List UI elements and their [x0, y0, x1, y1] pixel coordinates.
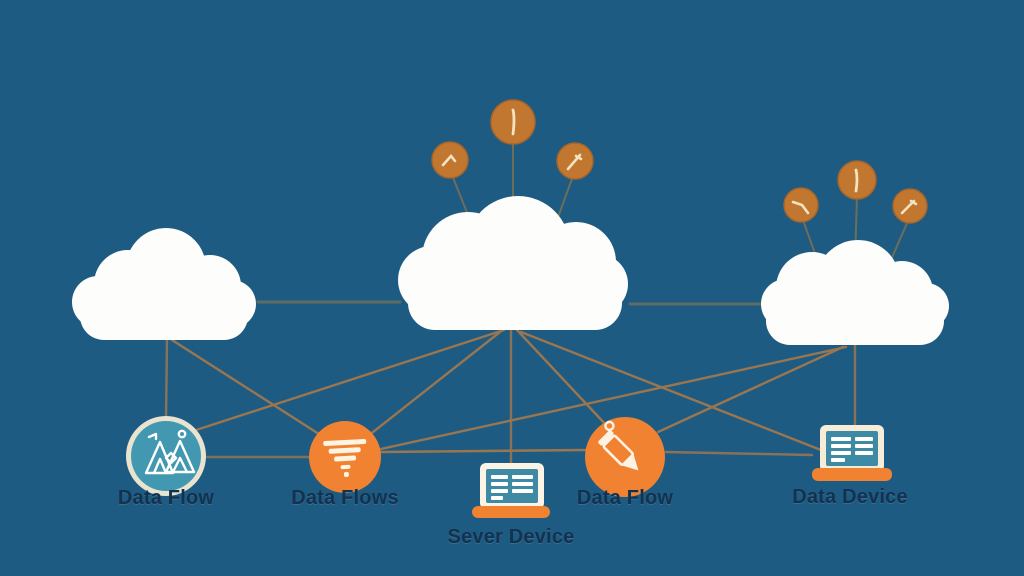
- satellite-node: [892, 188, 928, 224]
- satellite-node: [556, 142, 594, 180]
- satellite-node: [490, 99, 536, 145]
- edge-leftcloud-funnel: [170, 338, 324, 438]
- doodle-stroke-icon: [854, 168, 859, 193]
- edge-centercloud-pen: [515, 328, 609, 428]
- cloud-right: [761, 240, 949, 345]
- funnel-icon: [323, 438, 367, 477]
- edge-funnel-pen: [378, 448, 588, 454]
- pen-icon: [598, 420, 639, 471]
- edge-pen-device: [664, 450, 814, 457]
- node-sever-device: [472, 463, 550, 518]
- node-data-flow-pen: [585, 417, 665, 497]
- doodle-stroke-icon: [566, 153, 583, 171]
- edge-rightcloud-funnel: [379, 345, 848, 451]
- doodle-stroke-icon: [791, 200, 810, 215]
- tents-icon: [144, 429, 196, 475]
- connector-lines: [164, 300, 857, 465]
- satellite-node: [431, 141, 469, 179]
- satellites-right-cloud: [783, 160, 928, 224]
- cloud-left: [72, 228, 256, 340]
- doodle-stroke-icon: [900, 199, 918, 215]
- edge-rightcloud-pen: [656, 345, 845, 434]
- edge-centercloud-funnel: [366, 330, 502, 438]
- edge-camp-centercloud: [188, 328, 506, 434]
- label-data-flow-pen: Data Flow: [576, 487, 674, 509]
- label-sever-device: Sever Device: [447, 526, 575, 548]
- node-data-device: [812, 425, 892, 481]
- satellite-node: [783, 187, 819, 223]
- satellites-center-cloud: [431, 99, 594, 180]
- satellite-node: [837, 160, 877, 200]
- edge-centercloud-device: [519, 330, 828, 454]
- cloud-center: [398, 196, 628, 330]
- node-data-flow-camp: [126, 416, 206, 496]
- laptop-icon: [472, 463, 550, 518]
- doodle-stroke-icon: [441, 153, 457, 167]
- label-data-flow-camp: Data Flow: [117, 487, 215, 509]
- laptop-icon: [812, 425, 892, 481]
- label-data-flows-funnel: Data Flows: [291, 487, 399, 509]
- edge-leftcloud-camp: [164, 336, 169, 422]
- node-data-flows-funnel: [309, 421, 381, 493]
- doodle-stroke-icon: [511, 108, 516, 136]
- label-data-device: Data Device: [792, 486, 908, 508]
